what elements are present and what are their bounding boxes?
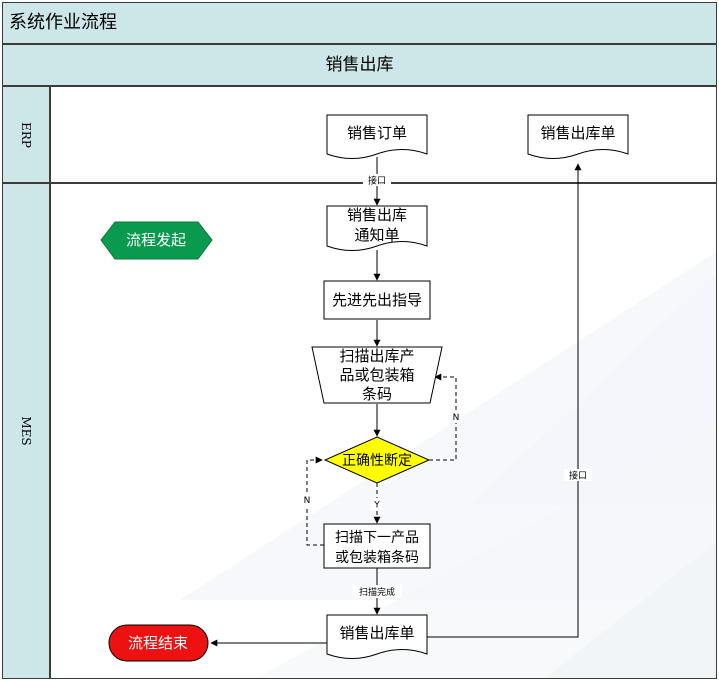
node-scan-next-line2: 或包装箱条码: [335, 549, 419, 566]
edge-interface-top-label: 接口: [368, 175, 386, 187]
edge-interface-right-label: 接口: [569, 470, 587, 482]
node-outbound-doc-mes: [326, 614, 428, 659]
node-judge-label: 正确性断定: [342, 453, 412, 469]
lane-label-mes: MES: [2, 183, 50, 679]
edge-no-right-label: N: [453, 413, 460, 423]
node-end-label: 流程结束: [128, 634, 188, 652]
node-scan-line3: 条码: [362, 385, 392, 403]
node-scan-next: [323, 523, 431, 569]
node-scan-line2: 品或包装箱: [339, 366, 414, 384]
edge-judge-no-right: [429, 373, 457, 461]
node-fifo-guide: [323, 280, 431, 320]
node-judge-decision: [323, 436, 431, 484]
node-start-label: 流程发起: [126, 231, 186, 249]
node-sales-order-label: 销售订单: [347, 124, 407, 142]
edge-interface-to-erp: [427, 163, 582, 638]
edge-interface-right-bg: [564, 469, 592, 481]
edge-scan-done-label: 扫描完成: [359, 586, 395, 598]
node-outbound-doc-mes-label: 销售出库单: [339, 624, 414, 642]
edge-scan-done-bg: [352, 585, 402, 598]
node-outbound-doc-erp-label: 销售出库单: [540, 124, 615, 142]
edge-no-left-label: N: [304, 496, 311, 506]
node-outbound-notice-line2: 通知单: [354, 226, 399, 244]
node-scan-next-line1: 扫描下一产品: [335, 530, 419, 546]
background-watermark: [180, 251, 716, 678]
node-end-terminator: [108, 624, 209, 662]
edge-yes-label: Y: [373, 501, 380, 511]
edge-no-right-bg: [451, 411, 461, 423]
lane-label-erp: ERP: [2, 86, 50, 183]
edge-no-left-bg: [302, 494, 312, 506]
page-title: 系统作业流程: [2, 2, 717, 44]
node-start-hexagon: [100, 221, 213, 260]
node-fifo-guide-label: 先进先出指导: [332, 291, 422, 309]
node-scan-line1: 扫描出库产: [339, 347, 414, 365]
node-outbound-notice-doc: [326, 205, 428, 251]
node-outbound-doc-erp: [527, 114, 629, 159]
edge-interface-top-bg: [363, 174, 391, 186]
node-outbound-notice-line1: 销售出库: [347, 206, 407, 224]
process-title: 销售出库: [2, 44, 717, 86]
node-sales-order-doc: [326, 114, 428, 159]
edge-yes-bg: [371, 498, 383, 510]
node-scan-manual-input: [311, 346, 443, 404]
